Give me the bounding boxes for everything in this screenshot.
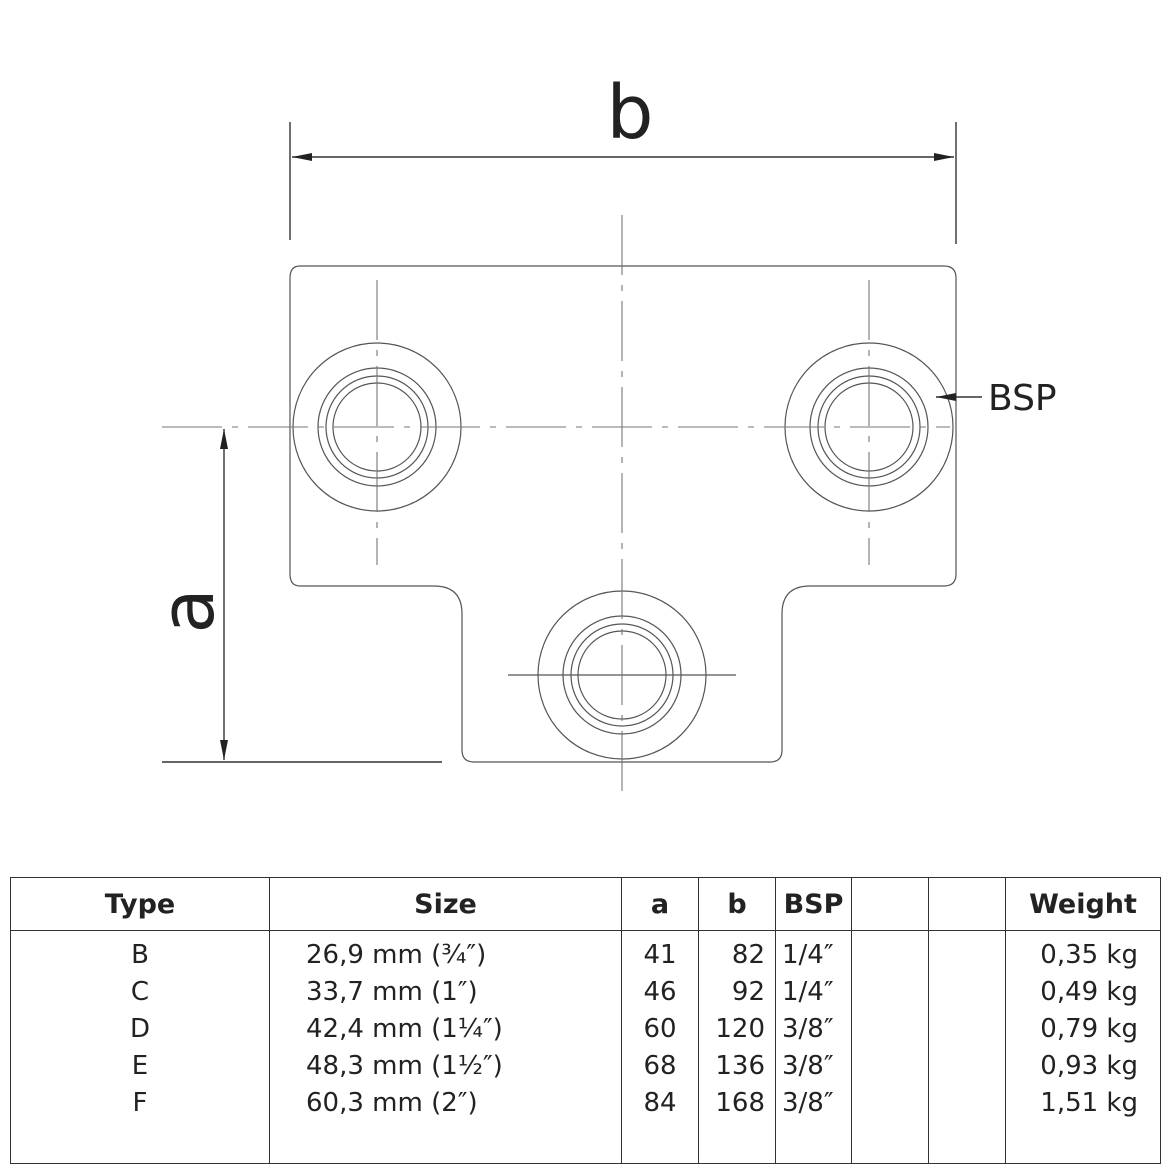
table-cell-a: 46 <box>643 977 677 1007</box>
table-cell-a: 84 <box>643 1088 677 1118</box>
table-cell-weight: 0,35 kg <box>1040 940 1138 970</box>
header-a: a <box>621 877 699 931</box>
specification-table: Type Size a b BSP Weight B C D E F 26,9 … <box>10 877 1161 1164</box>
technical-drawing: b a BSP <box>145 70 1057 795</box>
table-cell-b: 168 <box>715 1088 765 1118</box>
table-cell-size: 33,7 mm (1″) <box>306 977 478 1007</box>
table-cell-size: 26,9 mm (¾″) <box>306 940 487 970</box>
dimension-a: a <box>145 429 442 763</box>
table-cell-bsp: 3/8″ <box>782 1051 834 1081</box>
table-cell-b: 136 <box>715 1051 765 1081</box>
column-a: 41 46 60 68 84 <box>621 930 699 1164</box>
column-blank-2 <box>928 930 1006 1164</box>
table-cell-bsp: 1/4″ <box>782 977 834 1007</box>
dimension-b: b <box>289 70 957 244</box>
table-cell-bsp: 1/4″ <box>782 940 834 970</box>
table-cell-a: 60 <box>643 1014 677 1044</box>
header-size: Size <box>269 877 622 931</box>
table-cell-bsp: 3/8″ <box>782 1014 834 1044</box>
left-socket <box>292 280 462 565</box>
dimension-b-label: b <box>607 70 654 156</box>
column-bsp: 1/4″ 1/4″ 3/8″ 3/8″ 3/8″ <box>775 930 852 1164</box>
table-cell-b: 92 <box>731 977 765 1007</box>
table-cell-weight: 0,49 kg <box>1040 977 1138 1007</box>
table-cell-b: 82 <box>731 940 765 970</box>
table-cell-type: C <box>130 977 150 1007</box>
header-weight: Weight <box>1005 877 1161 931</box>
table-cell-type: F <box>132 1088 148 1118</box>
column-b: 82 92 120 136 168 <box>698 930 776 1164</box>
right-socket <box>784 280 954 565</box>
header-type: Type <box>10 877 270 931</box>
table-cell-weight: 1,51 kg <box>1040 1088 1138 1118</box>
fitting-outline <box>289 265 957 763</box>
table-header-row: Type Size a b BSP Weight <box>10 877 1161 931</box>
column-size: 26,9 mm (¾″) 33,7 mm (1″) 42,4 mm (1¼″) … <box>269 930 622 1164</box>
table-cell-a: 68 <box>643 1051 677 1081</box>
column-weight: 0,35 kg 0,49 kg 0,79 kg 0,93 kg 1,51 kg <box>1005 930 1161 1164</box>
table-cell-size: 60,3 mm (2″) <box>306 1088 478 1118</box>
bsp-callout: BSP <box>936 378 1057 419</box>
table-cell-size: 42,4 mm (1¼″) <box>306 1014 503 1044</box>
table-cell-b: 120 <box>715 1014 765 1044</box>
table-cell-type: E <box>131 1051 149 1081</box>
dimension-a-label: a <box>145 588 231 633</box>
table-cell-a: 41 <box>643 940 677 970</box>
header-b: b <box>698 877 776 931</box>
table-cell-weight: 0,93 kg <box>1040 1051 1138 1081</box>
column-type: B C D E F <box>10 930 270 1164</box>
table-cell-size: 48,3 mm (1½″) <box>306 1051 503 1081</box>
header-blank-2 <box>928 877 1006 931</box>
table-cell-type: D <box>129 1014 151 1044</box>
table-cell-type: B <box>131 940 149 970</box>
bsp-callout-label: BSP <box>988 378 1057 419</box>
table-cell-bsp: 3/8″ <box>782 1088 834 1118</box>
header-blank-1 <box>851 877 929 931</box>
table-body: B C D E F 26,9 mm (¾″) 33,7 mm (1″) 42,4… <box>10 930 1161 1164</box>
table-cell-weight: 0,79 kg <box>1040 1014 1138 1044</box>
header-bsp: BSP <box>775 877 852 931</box>
column-blank-1 <box>851 930 929 1164</box>
